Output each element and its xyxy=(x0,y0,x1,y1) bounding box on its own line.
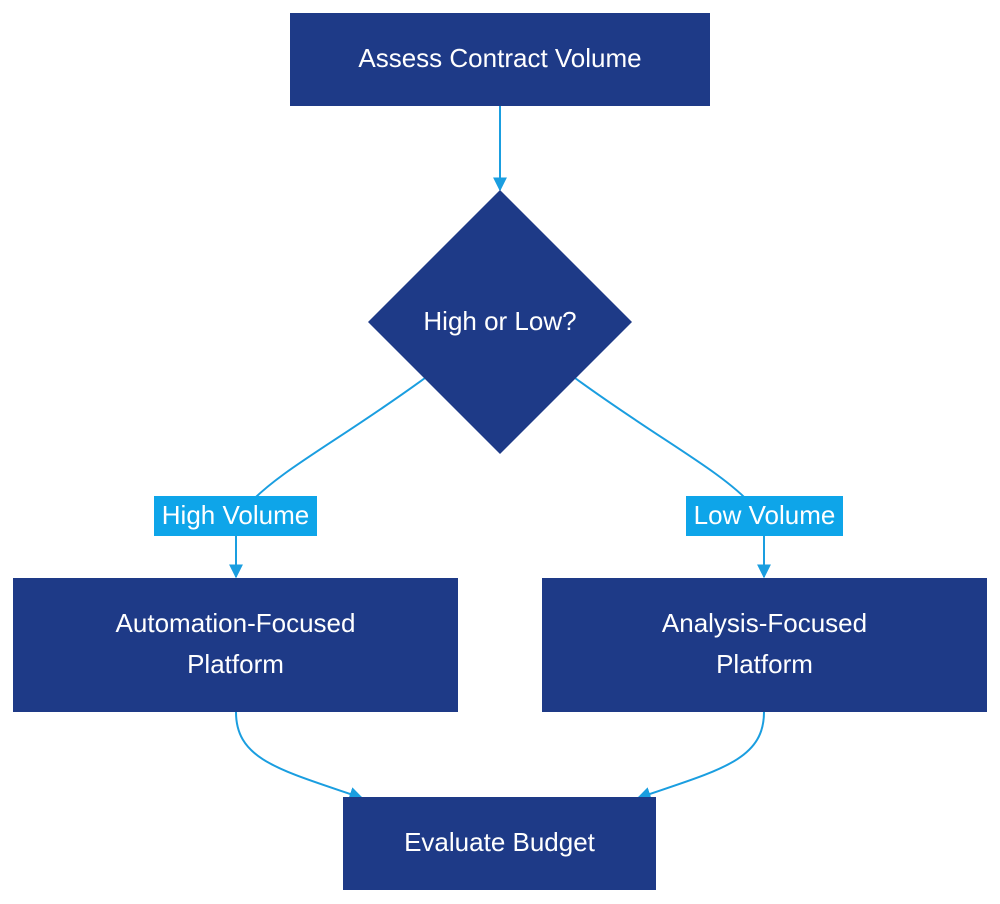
edge-label-high-volume: High Volume xyxy=(154,496,317,536)
node-budget-label: Evaluate Budget xyxy=(404,827,596,857)
node-automation-label-line1: Automation-Focused xyxy=(116,608,356,638)
node-assess-label: Assess Contract Volume xyxy=(358,43,641,73)
node-analysis-box xyxy=(542,578,987,712)
edge-analysis-to-budget xyxy=(636,711,765,801)
edge-label-high-volume-text: High Volume xyxy=(162,500,309,530)
edge-decision-to-automation xyxy=(236,377,426,577)
edge-label-low-volume-bg xyxy=(686,496,843,536)
node-decision-label: High or Low? xyxy=(423,306,576,336)
node-assess-contract-volume: Assess Contract Volume xyxy=(290,13,710,106)
edge-label-low-volume: Low Volume xyxy=(686,496,843,536)
node-automation-focused-platform: Automation-Focused Platform xyxy=(13,578,458,712)
node-decision-diamond xyxy=(368,190,632,454)
node-evaluate-budget: Evaluate Budget xyxy=(343,797,656,890)
node-assess-box xyxy=(290,13,710,106)
edge-label-high-volume-bg xyxy=(154,496,317,536)
node-analysis-label-line1: Analysis-Focused xyxy=(662,608,867,638)
node-decision-high-or-low: High or Low? xyxy=(368,190,632,454)
edge-automation-to-budget xyxy=(235,711,364,801)
node-analysis-focused-platform: Analysis-Focused Platform xyxy=(542,578,987,712)
node-analysis-label-line2: Platform xyxy=(716,649,813,679)
node-budget-box xyxy=(343,797,656,890)
edge-decision-to-analysis xyxy=(574,377,764,577)
node-automation-box xyxy=(13,578,458,712)
edge-label-low-volume-text: Low Volume xyxy=(694,500,836,530)
node-automation-label-line2: Platform xyxy=(187,649,284,679)
